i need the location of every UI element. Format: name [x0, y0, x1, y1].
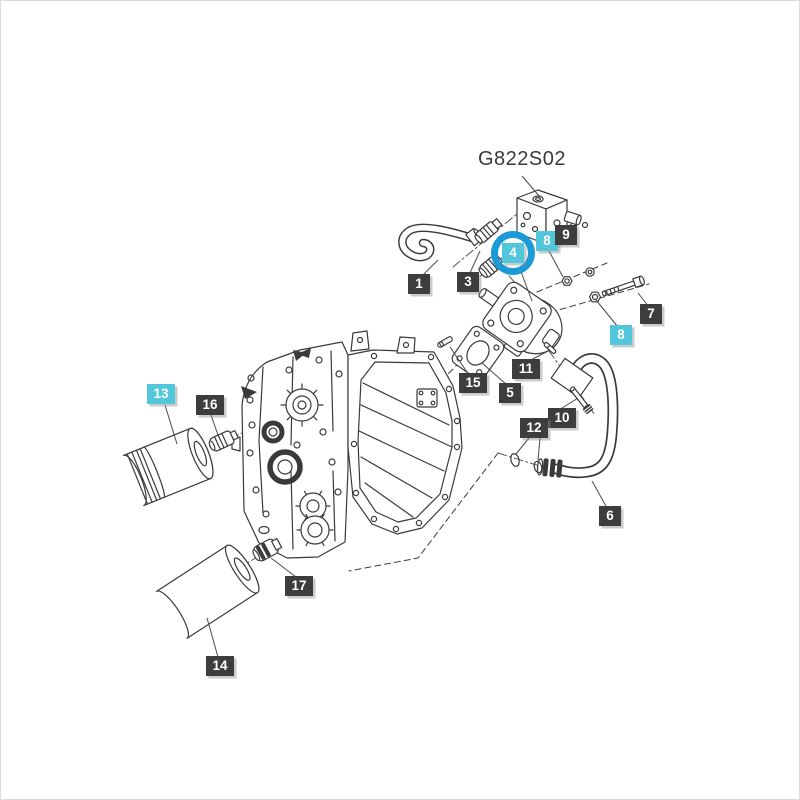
leader-lines	[164, 175, 650, 658]
part-label-8[interactable]: 8	[610, 325, 632, 345]
leader-line	[521, 175, 541, 198]
o-ring-12b	[533, 460, 543, 474]
leader-line	[449, 346, 470, 376]
part-label-11[interactable]: 11	[512, 359, 540, 379]
oil-filter-14-drawing	[155, 544, 260, 639]
leader-line	[210, 414, 219, 436]
pump-gasket-drawing	[451, 325, 505, 381]
part-label-5[interactable]: 5	[499, 383, 521, 403]
transmission-housing-drawing	[231, 330, 463, 559]
bolt-7	[601, 275, 645, 297]
leader-line	[206, 617, 219, 658]
mounting-hardware-drawing	[561, 267, 645, 303]
part-label-4[interactable]: 4	[502, 243, 524, 263]
fitting-17-drawing	[252, 537, 283, 562]
leader-line	[537, 437, 541, 461]
part-label-16[interactable]: 16	[196, 395, 224, 415]
part-label-9[interactable]: 9	[555, 225, 577, 245]
leader-line	[270, 557, 297, 578]
part-label-8[interactable]: 8	[536, 231, 558, 251]
o-ring-12a	[510, 453, 520, 467]
part-label-17[interactable]: 17	[285, 576, 313, 596]
bolt-10	[569, 386, 594, 414]
fitting-16-drawing	[208, 430, 239, 452]
part-label-10[interactable]: 10	[548, 408, 576, 428]
oil-filter-13-drawing	[122, 427, 214, 507]
leader-line	[548, 250, 564, 278]
leader-line	[481, 362, 508, 386]
part-label-6[interactable]: 6	[599, 506, 621, 526]
suction-tube-drawing	[398, 223, 483, 262]
hose-end-collar	[536, 458, 563, 478]
leader-line	[515, 437, 530, 455]
adapter-fitting-3	[474, 218, 503, 244]
leader-line	[595, 299, 619, 328]
dowel-pin-15	[437, 336, 453, 348]
part-label-12[interactable]: 12	[520, 418, 548, 438]
part-label-13[interactable]: 13	[147, 384, 175, 404]
hose-bracket	[550, 357, 594, 399]
valve-plug-9	[563, 211, 582, 226]
leader-line	[468, 250, 481, 276]
drawing-code-title: G822S02	[478, 148, 567, 170]
part-label-1[interactable]: 1	[408, 274, 430, 294]
hydraulic-pump-drawing	[478, 281, 563, 357]
part-label-3[interactable]: 3	[457, 272, 479, 292]
part-label-15[interactable]: 15	[459, 373, 487, 393]
part-label-14[interactable]: 14	[206, 656, 234, 676]
pin-11	[543, 342, 557, 354]
pressure-hose-assembly-drawing	[510, 342, 619, 479]
part-label-7[interactable]: 7	[640, 304, 662, 324]
leader-line	[164, 404, 178, 445]
leader-line	[591, 480, 608, 509]
